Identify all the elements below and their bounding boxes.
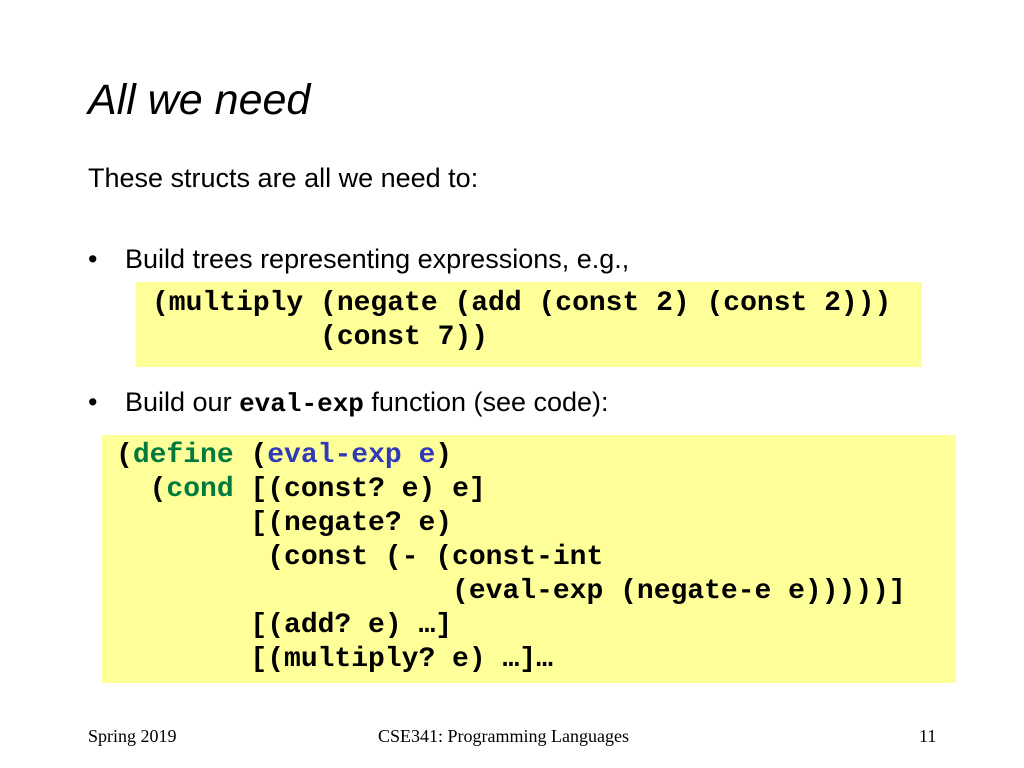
eval-exp-code-box: (define (eval-exp e) (cond [(const? e) e… [102, 435, 956, 683]
keyword-define: define [132, 440, 234, 471]
footer-course: CSE341: Programming Languages [378, 726, 629, 746]
code-line-1: (multiply (negate (add (const 2) (const … [152, 288, 892, 319]
inline-code-eval-exp: eval-exp [239, 389, 364, 419]
keyword-cond: cond [166, 474, 234, 505]
bullet-text: Build trees representing expressions, e.… [125, 244, 630, 274]
intro-text: These structs are all we need to: [88, 163, 479, 193]
bullet-build-trees: • Build trees representing expressions, e… [88, 242, 629, 276]
bullet-dot: • [88, 244, 98, 274]
eval-code-line-2: (cond [(const? e) e] [116, 473, 956, 507]
eval-code-line-1: (define (eval-exp e) [116, 439, 956, 473]
footer-term: Spring 2019 [88, 726, 177, 746]
space [402, 440, 419, 471]
bullet-dot: • [88, 387, 98, 417]
paren: ( [116, 474, 167, 505]
eval-code-line-5: (eval-exp (negate-e e)))))] [116, 576, 906, 607]
slide-title: All we need [88, 76, 311, 124]
eval-code-line-7: [(multiply? e) …]… [116, 644, 553, 675]
eval-code-line-3: [(negate? e) [116, 508, 453, 539]
eval-code-line-6: [(add? e) …] [116, 610, 453, 641]
paren: ( [233, 440, 268, 471]
paren: ) [435, 440, 453, 471]
bullet-eval-exp: • Build our eval-exp function (see code): [88, 385, 609, 421]
paren: ( [116, 440, 133, 471]
function-arg: e [418, 440, 436, 471]
bullet-text-after: function (see code): [363, 387, 609, 417]
page-number: 11 [919, 726, 937, 746]
function-name: eval-exp [267, 440, 402, 471]
code-line-2: (const 7)) [152, 322, 489, 353]
cond-clause: [(const? e) e] [233, 474, 486, 505]
code-example-box: (multiply (negate (add (const 2) (const … [136, 282, 922, 367]
bullet-text-before: Build our [125, 387, 240, 417]
eval-code-line-4: (const (- (const-int [116, 542, 604, 573]
